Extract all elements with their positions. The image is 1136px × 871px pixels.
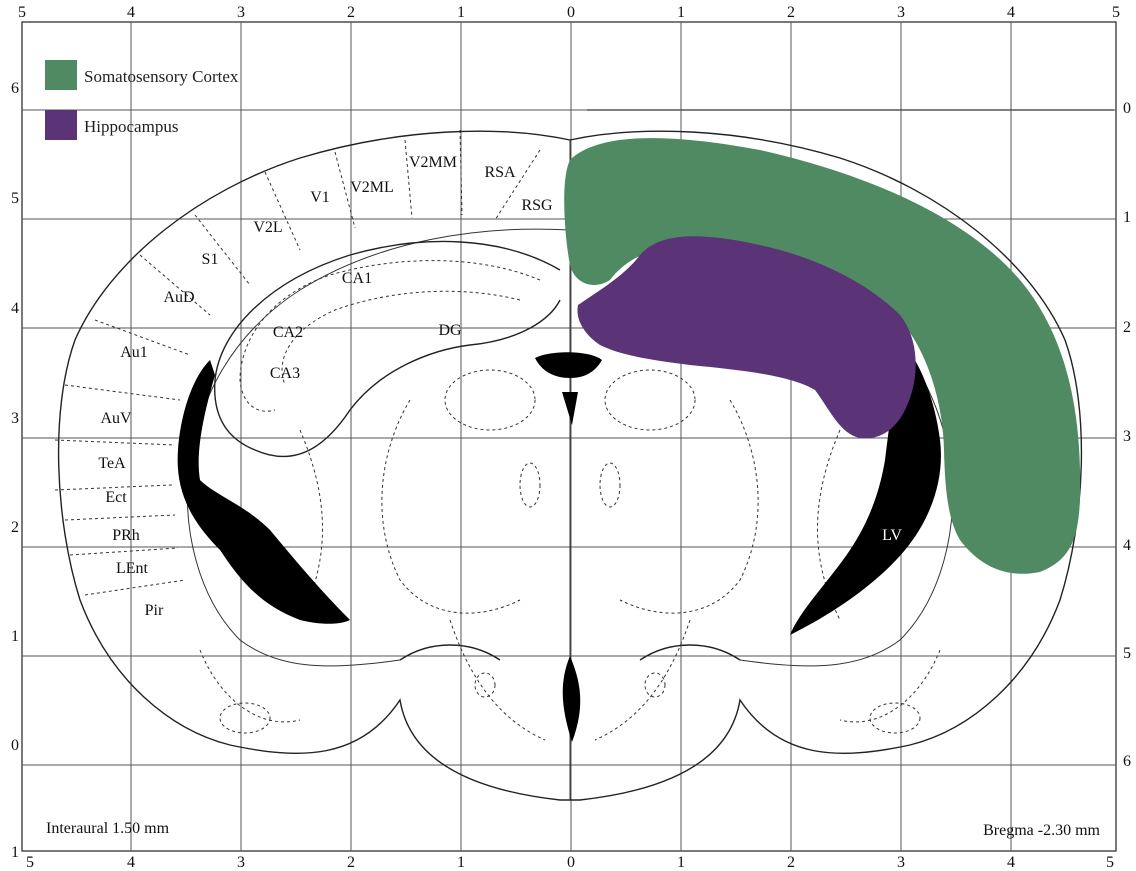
left-tick-labels: 6 5 4 3 2 1 0 1 <box>11 80 19 861</box>
left-tick: 2 <box>11 519 19 536</box>
left-tick: 3 <box>11 410 19 427</box>
bottom-tick: 5 <box>1106 854 1114 871</box>
right-tick: 2 <box>1123 319 1131 336</box>
interaural-label: Interaural 1.50 mm <box>46 820 170 837</box>
top-tick: 2 <box>787 4 795 21</box>
label-v2l: V2L <box>253 219 282 236</box>
label-tea: TeA <box>98 455 126 472</box>
right-tick: 3 <box>1123 428 1131 445</box>
right-tick: 1 <box>1123 209 1131 226</box>
third-ventricle-ventral <box>563 656 581 742</box>
ventral-brainstem-left <box>400 645 500 660</box>
bottom-tick: 4 <box>1007 854 1015 871</box>
bottom-tick: 2 <box>787 854 795 871</box>
right-tick: 5 <box>1123 645 1131 662</box>
bottom-tick: 3 <box>237 854 245 871</box>
label-v2ml: V2ML <box>350 179 394 196</box>
bottom-tick: 4 <box>127 854 135 871</box>
left-tick: 6 <box>11 80 19 97</box>
top-tick: 0 <box>567 4 575 21</box>
left-tick: 1 <box>11 628 19 645</box>
third-ventricle-dorsal <box>535 352 602 378</box>
cortex-region-boundaries <box>55 130 540 595</box>
top-tick: 5 <box>1112 4 1120 21</box>
label-s1: S1 <box>202 251 219 268</box>
top-tick: 1 <box>457 4 465 21</box>
left-tick: 4 <box>11 300 19 317</box>
label-ca3: CA3 <box>270 365 300 382</box>
bottom-tick-labels: 5 4 3 2 1 0 1 2 3 4 5 <box>26 854 1114 871</box>
left-tick: 5 <box>11 190 19 207</box>
ventral-brainstem-right <box>640 645 740 660</box>
right-tick: 4 <box>1123 537 1131 554</box>
label-v2mm: V2MM <box>409 154 457 171</box>
label-ect: Ect <box>105 489 127 506</box>
top-tick: 3 <box>237 4 245 21</box>
bottom-tick: 2 <box>347 854 355 871</box>
bottom-tick: 5 <box>26 854 34 871</box>
left-tick: 0 <box>11 737 19 754</box>
bregma-label: Bregma -2.30 mm <box>983 822 1100 839</box>
legend-label-somatosensory: Somatosensory Cortex <box>84 67 239 86</box>
hippocampus-outline-left <box>215 241 560 456</box>
label-rsg: RSG <box>521 197 553 214</box>
label-pir: Pir <box>145 602 164 619</box>
label-dg: DG <box>438 322 462 339</box>
label-auv: AuV <box>100 410 132 427</box>
legend-swatch-somatosensory <box>45 60 77 90</box>
label-v1: V1 <box>310 189 330 206</box>
bottom-tick: 0 <box>567 854 575 871</box>
label-au1: Au1 <box>120 344 148 361</box>
label-lent: LEnt <box>116 560 149 577</box>
right-tick: 6 <box>1123 753 1131 770</box>
legend: Somatosensory Cortex Hippocampus <box>45 60 239 140</box>
top-tick: 2 <box>347 4 355 21</box>
top-tick: 3 <box>897 4 905 21</box>
legend-swatch-hippocampus <box>45 110 77 140</box>
left-tick: 1 <box>11 844 19 861</box>
label-ca2: CA2 <box>273 324 303 341</box>
label-prh: PRh <box>112 527 140 544</box>
top-tick: 4 <box>1007 4 1015 21</box>
bottom-tick: 3 <box>897 854 905 871</box>
bottom-tick: 1 <box>677 854 685 871</box>
bottom-tick: 1 <box>457 854 465 871</box>
right-tick: 0 <box>1123 100 1131 117</box>
label-ca1: CA1 <box>342 270 372 287</box>
top-tick: 5 <box>18 4 26 21</box>
top-tick-labels: 5 4 3 2 1 0 1 2 3 4 5 <box>18 4 1120 21</box>
label-lv: LV <box>882 527 902 544</box>
top-tick: 1 <box>677 4 685 21</box>
top-tick: 4 <box>127 4 135 21</box>
label-rsa: RSA <box>484 164 516 181</box>
legend-label-hippocampus: Hippocampus <box>84 117 178 136</box>
right-tick-labels: 0 1 2 3 4 5 6 <box>1123 100 1131 770</box>
label-aud: AuD <box>163 289 194 306</box>
